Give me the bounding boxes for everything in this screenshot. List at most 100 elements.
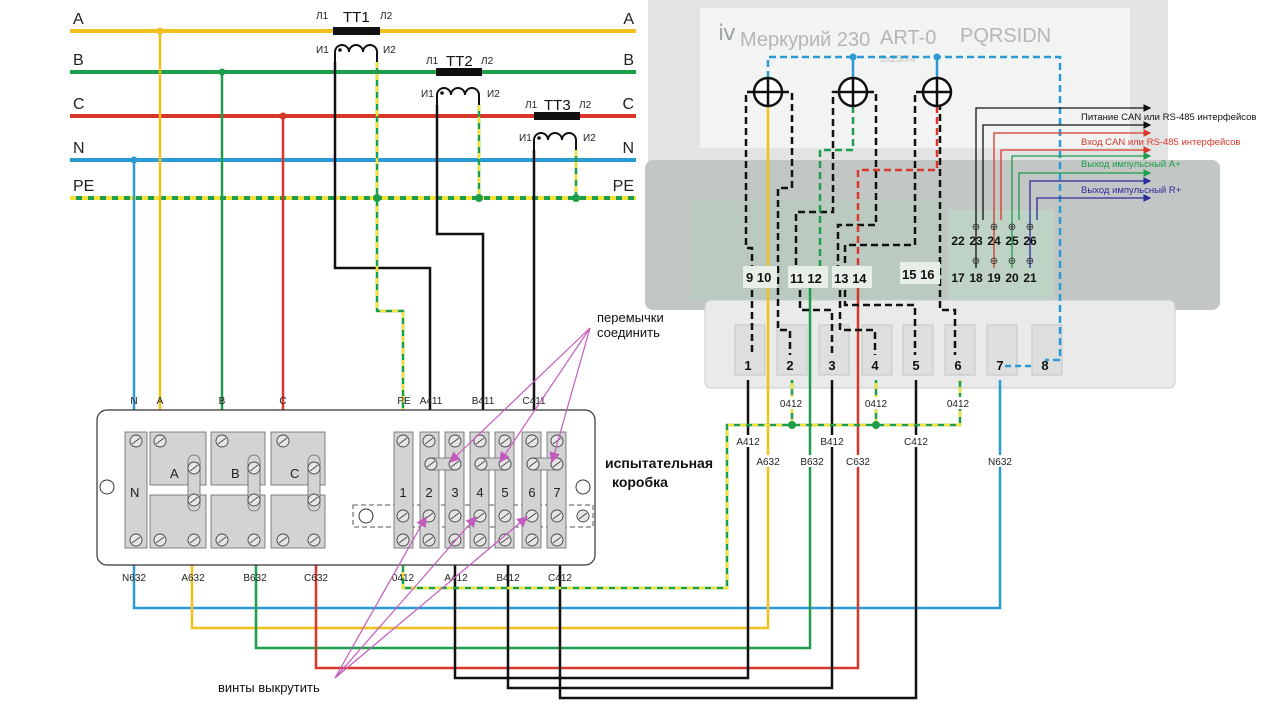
tt3-l2: Л2 [579,100,592,111]
screw-slot [527,536,537,544]
tt1-i1: И1 [316,45,329,56]
top-label-a411: A411 [420,396,443,407]
screw-slot [500,536,510,544]
terminal-24: 24 [987,234,1001,248]
plus-icon: ⊕ [1026,222,1034,233]
screw-slot [398,437,408,445]
screw-slot [500,437,510,445]
bottom-label-b632: B632 [243,573,267,584]
minus-icon: ⊖ [1026,256,1034,267]
screw-slot [475,437,485,445]
output-can-input: Вход CAN или RS-485 интерфейсов [1081,137,1240,148]
terminal-9-10: 9 10 [746,270,771,285]
bottom-label-0412: 0412 [392,573,415,584]
screw-slot [189,496,199,504]
bottom-label-a412: A412 [444,573,468,584]
terminal-19: 19 [987,271,1001,285]
minus-icon: ⊖ [1008,256,1016,267]
tt2-l1: Л1 [426,56,439,67]
test-terminal-4: 4 [476,485,483,500]
output-can-power: Питание CAN или RS-485 интерфейсов [1081,112,1256,123]
wire-n632 [132,380,1002,610]
terminal-26: 26 [1023,234,1037,248]
terminal-23: 23 [969,234,983,248]
label-0412-b: 0412 [865,399,888,410]
terminal-11-12: 11 12 [790,271,822,286]
label-a632: A632 [756,457,780,468]
meter-terminal-6: 6 [954,358,961,373]
terminal-17: 17 [951,271,965,285]
meter-voltage-coils [752,76,953,108]
meter-internal-wiring [744,53,1062,368]
plus-icon: ⊕ [1008,222,1016,233]
plus-icon: ⊕ [990,222,998,233]
screw-slot [578,512,588,520]
meter-model: ART-0 [880,27,936,49]
screw-slot [309,536,319,544]
meter-brand: Меркурий 230 [740,29,870,51]
meter-aux-terminals: 9 10 11 12 13 14 15 16 [743,262,940,288]
terminal-13-14: 13 14 [834,271,867,286]
wire-c632 [314,272,860,670]
screws-note: винты выкрутить [218,680,320,695]
electricity-meter: Меркурий 230 ART-0 PQRSIDN 3x230/4 ⅳ [645,0,1220,389]
meter-interface-window [948,210,1054,300]
test-terminal-2: 2 [425,485,432,500]
meter-logo-icon: ⅳ [718,20,736,45]
coil-phase-b-icon [837,76,869,108]
bus-label-b-right: B [623,52,634,69]
meter-terminal-8: 8 [1041,358,1048,373]
bus-label-c-right: C [622,96,634,113]
block-label-b: B [231,466,240,481]
label-0412-c: 0412 [947,399,970,410]
jumpers-note-line1: перемычки [597,310,664,325]
terminal-25: 25 [1005,234,1019,248]
annotation-arrows [334,327,591,679]
test-box-bottom-labels: N632 A632 B632 C632 0412 A412 B412 C412 [122,573,572,584]
jumpers-note-line2: соединить [597,325,660,340]
bus-label-b: B [73,52,84,69]
label-b412: B412 [820,437,844,448]
meter-terminal-3: 3 [828,358,835,373]
screw-slot [249,536,259,544]
screw-slot [278,437,288,445]
top-label-c411: C411 [522,396,546,407]
label-0412-a: 0412 [780,399,803,410]
screw-slot [500,512,510,520]
output-pulse-a: Выход импульсный A+ [1081,159,1181,170]
test-box-title-line1: испытательная [605,455,713,471]
tt1-name: ТТ1 [343,9,370,26]
screw-slot [155,437,165,445]
screw-slot [155,536,165,544]
screw-slot [131,536,141,544]
meter-main-terminals: 1 2 3 4 5 6 7 8 [744,358,1048,373]
current-transformer-tt1: Л1 ТТ1 Л2 И1 И2 [316,9,396,62]
tt2-name: ТТ2 [446,53,473,70]
screw-slot [131,437,141,445]
label-a412: A412 [736,437,760,448]
screw-slot [475,512,485,520]
screw-slot [476,460,486,468]
bus-labels-right: A B C N PE [613,11,635,195]
meter-terminal-7: 7 [996,358,1003,373]
meter-terminal-cover [704,299,1176,389]
block-label-c: C [290,466,299,481]
bus-label-a: A [73,11,84,28]
top-label-b: B [219,396,226,407]
meter-wire-labels: 0412 0412 0412 A412 B412 C412 A632 B632 … [733,397,1015,468]
tt3-l1: Л1 [525,100,538,111]
wire-b412 [506,380,834,690]
screw-slot [450,512,460,520]
screw-slot [398,536,408,544]
test-terminal-7: 7 [553,485,560,500]
screw-slot [475,536,485,544]
interface-output-lines [975,104,1152,268]
bottom-label-c412: C412 [548,573,572,584]
coil-phase-c-icon [921,76,953,108]
interface-output-labels: Питание CAN или RS-485 интерфейсов Вход … [1081,112,1256,196]
tt1-l2: Л2 [380,11,393,22]
screw-slot [249,496,259,504]
screw-slot [278,536,288,544]
bottom-label-n632: N632 [122,573,146,584]
terminal-20: 20 [1005,271,1019,285]
